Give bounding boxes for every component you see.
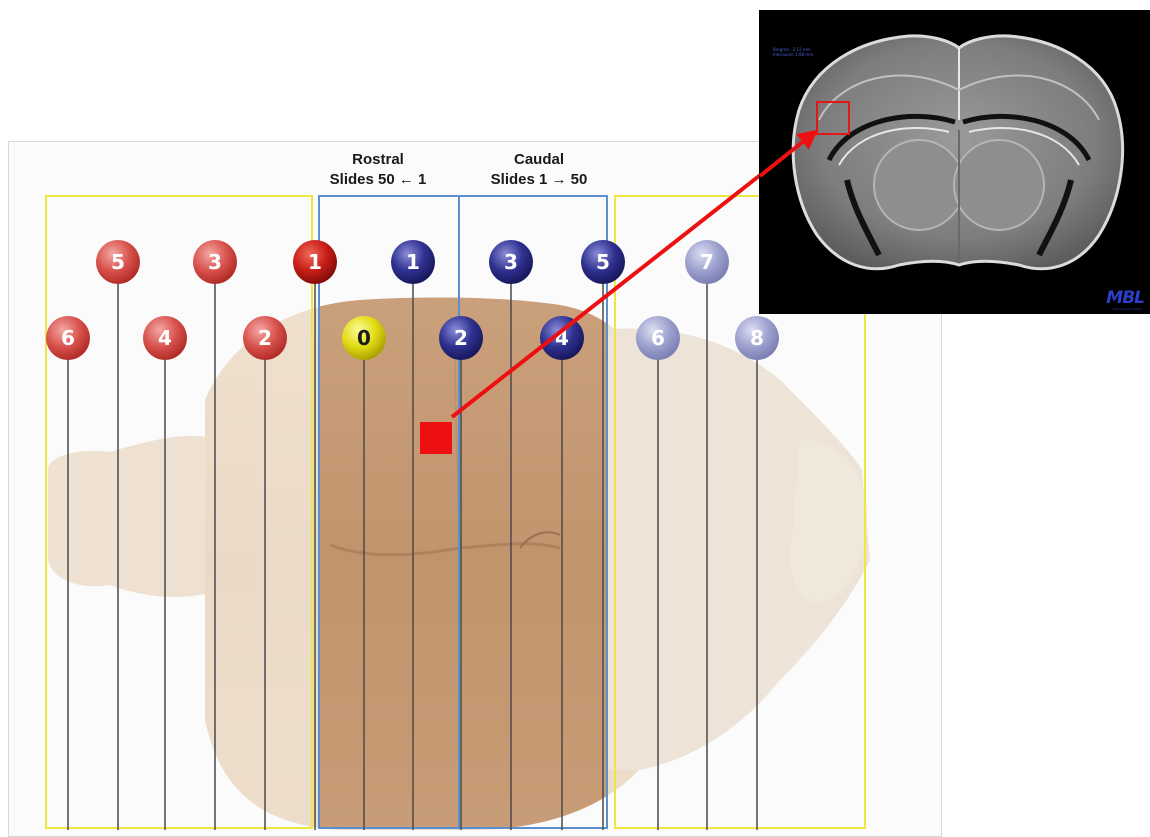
interaural-label: Interaural: 1.88 mm [773,52,813,57]
caudal-header: Caudal Slides 1 → 50 [464,150,614,190]
sample-location-square [420,422,452,454]
marker-label: 2 [258,326,272,350]
marker-label: 6 [61,326,75,350]
marker-label: 1 [308,250,322,274]
marker-label: 6 [651,326,665,350]
marker-label: 2 [454,326,468,350]
marker-label: 5 [111,250,125,274]
marker-label: 8 [750,326,764,350]
marker-label: 4 [158,326,172,350]
coronal-section-image [759,10,1150,314]
rostral-header: Rostral Slides 50 ← 1 [303,150,453,190]
marker-label: 7 [700,250,714,274]
mbl-logo-subtitle: mouse brain library [1113,307,1142,311]
coronal-section-inset: Bregma: -2.12 mm Interaural: 1.88 mm MBL… [759,10,1150,314]
mbl-logo: MBL [1106,288,1144,308]
marker-label: 1 [406,250,420,274]
marker-label: 3 [504,250,518,274]
caudal-title: Caudal [464,150,614,170]
marker-label: 5 [596,250,610,274]
marker-label: 3 [208,250,222,274]
caudal-subtitle: Slides 1 → 50 [464,170,614,190]
rostral-title: Rostral [303,150,453,170]
marker-label: 0 [357,326,371,350]
rostral-subtitle: Slides 50 ← 1 [303,170,453,190]
